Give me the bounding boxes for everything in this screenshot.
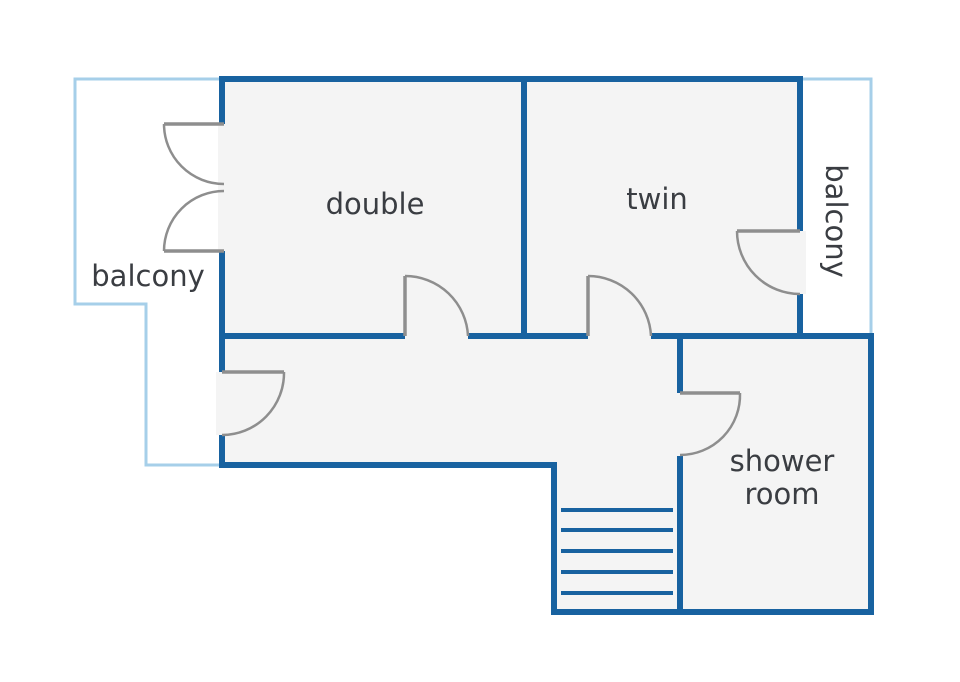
balcony-left-outline [73, 77, 222, 467]
twin-balcony-door-gap [795, 231, 806, 294]
balcony-right-outline [800, 77, 873, 335]
hallway-floor [222, 336, 680, 612]
shower-room-door-icon[interactable] [679, 391, 742, 457]
double-room-door-icon[interactable] [403, 274, 470, 337]
double-room-label: double [326, 187, 425, 221]
twin-room-label: twin [626, 182, 688, 216]
shower-room-label-line2: room [744, 477, 819, 511]
double-room-door-gap [405, 330, 468, 342]
twin-room-floor [524, 79, 800, 336]
shower-room-label-line1: shower [730, 444, 835, 478]
hall-balcony-door-gap [216, 372, 228, 435]
double-room-floor [222, 79, 524, 336]
right-balcony-label: balcony [819, 164, 853, 277]
double-balcony-door-gap [218, 124, 227, 251]
shower-room-floor [680, 336, 871, 612]
twin-room-door-icon[interactable] [586, 274, 653, 337]
twin-room-door-gap [588, 330, 651, 342]
hall-balcony-door-icon[interactable] [221, 370, 286, 437]
shower-room-walls [677, 333, 874, 615]
twin-room-walls [521, 76, 803, 339]
twin-balcony-door-icon[interactable] [735, 229, 801, 296]
stairs-icon [561, 508, 673, 595]
double-balcony-door-icon[interactable] [162, 122, 225, 253]
left-balcony-label: balcony [91, 259, 204, 293]
shower-room-door-gap [674, 393, 686, 456]
